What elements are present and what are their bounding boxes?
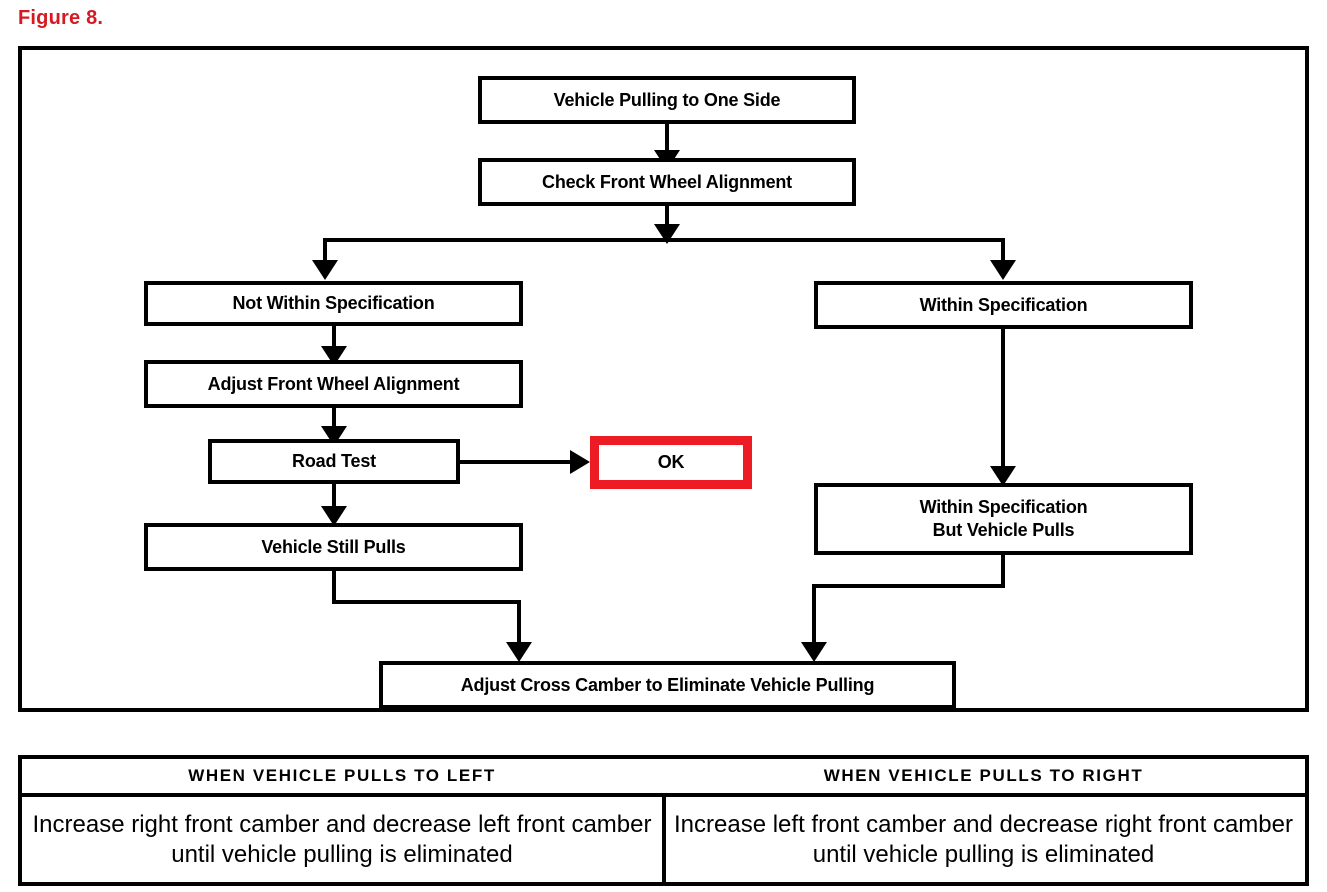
node-label: Road Test	[292, 451, 376, 471]
table-header-pulls-right: WHEN VEHICLE PULLS TO RIGHT	[823, 766, 1144, 785]
camber-adjustment-table: WHEN VEHICLE PULLS TO LEFT WHEN VEHICLE …	[18, 755, 1309, 886]
node-label: Adjust Cross Camber to Eliminate Vehicle…	[460, 674, 875, 695]
connector-start-to-check	[665, 124, 669, 158]
connector-roadtest-to-ok	[460, 460, 573, 464]
connector-roadtest-to-stillpulls	[332, 484, 336, 523]
node-label-multiline: Within Specification But Vehicle Pulls	[920, 496, 1088, 542]
connector-butpulls-drop	[1001, 555, 1005, 588]
table-header-row: WHEN VEHICLE PULLS TO LEFT WHEN VEHICLE …	[22, 759, 1305, 797]
arrowhead-butpulls-to-camber	[801, 642, 827, 662]
node-label: Vehicle Still Pulls	[261, 536, 406, 557]
node-label: OK	[657, 452, 685, 472]
node-label: Vehicle Pulling to One Side	[553, 89, 781, 110]
node-label: Adjust Front Wheel Alignment	[207, 373, 460, 394]
node-label: Not Within Specification	[232, 293, 435, 313]
node-label-line-2: But Vehicle Pulls	[932, 520, 1075, 540]
arrowhead-roadtest-to-stillpulls	[321, 506, 347, 526]
node-within-spec-but-vehicle-pulls: Within Specification But Vehicle Pulls	[814, 483, 1193, 555]
connector-withinspec-to-butpulls	[1001, 329, 1005, 481]
connector-split-left-leg	[323, 238, 327, 268]
connector-check-to-split	[665, 206, 669, 240]
node-check-front-wheel-alignment: Check Front Wheel Alignment	[478, 158, 856, 206]
node-ok: OK	[590, 436, 752, 489]
node-label: Check Front Wheel Alignment	[542, 171, 792, 192]
node-label: Within Specification	[919, 294, 1088, 315]
connector-stillpulls-drop	[332, 571, 336, 604]
connector-notspec-to-adjust	[332, 326, 336, 360]
table-cell-left-instruction: Increase right front camber and decrease…	[32, 810, 652, 868]
node-vehicle-pulling-to-one-side: Vehicle Pulling to One Side	[478, 76, 856, 124]
table-header-pulls-left: WHEN VEHICLE PULLS TO LEFT	[188, 766, 496, 785]
node-adjust-front-wheel-alignment: Adjust Front Wheel Alignment	[144, 360, 523, 408]
connector-stillpulls-down	[517, 600, 521, 657]
connector-adjust-to-roadtest	[332, 408, 336, 441]
node-not-within-specification: Not Within Specification	[144, 281, 523, 326]
connector-butpulls-across	[812, 584, 1005, 588]
table-cell-right-instruction: Increase left front camber and decrease …	[674, 810, 1293, 868]
arrowhead-stillpulls-to-camber	[506, 642, 532, 662]
arrowhead-roadtest-to-ok	[570, 450, 590, 474]
connector-split-bar	[323, 238, 1005, 242]
arrowhead-split-right	[990, 260, 1016, 280]
node-adjust-cross-camber: Adjust Cross Camber to Eliminate Vehicle…	[379, 661, 956, 709]
flowchart-frame: Vehicle Pulling to One Side Check Front …	[18, 46, 1309, 712]
figure-caption: Figure 8.	[18, 7, 104, 29]
connector-split-right-leg	[1001, 238, 1005, 268]
arrowhead-withinspec-to-butpulls	[990, 466, 1016, 486]
node-road-test: Road Test	[208, 439, 460, 484]
connector-butpulls-down	[812, 584, 816, 657]
table-row: Increase right front camber and decrease…	[22, 797, 1305, 882]
table-column-divider	[662, 797, 666, 882]
node-within-specification: Within Specification	[814, 281, 1193, 329]
arrowhead-split-left	[312, 260, 338, 280]
node-label-line-1: Within Specification	[919, 497, 1088, 517]
node-vehicle-still-pulls: Vehicle Still Pulls	[144, 523, 523, 571]
connector-stillpulls-across	[332, 600, 521, 604]
